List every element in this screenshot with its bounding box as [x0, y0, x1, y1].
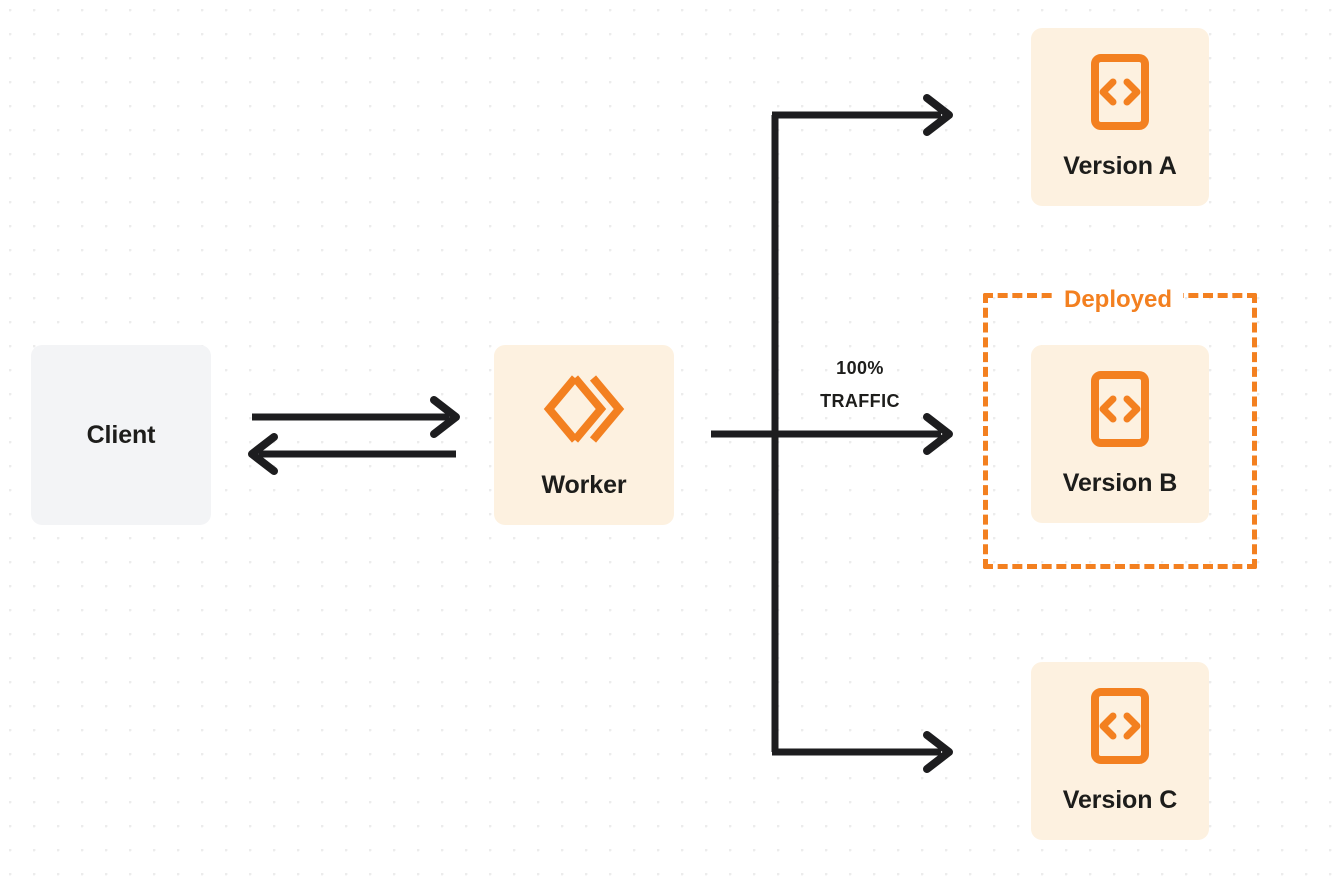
traffic-percent: 100%	[836, 358, 884, 378]
arrow-worker-to-version-c	[772, 731, 953, 773]
node-version-b-label: Version B	[1062, 469, 1178, 497]
arrow-worker-to-version-a	[772, 94, 953, 136]
node-client-label: Client	[86, 420, 156, 449]
node-version-c-label: Version C	[1062, 786, 1178, 814]
node-worker[interactable]: Worker	[494, 345, 674, 525]
code-file-icon	[1090, 53, 1150, 136]
node-client[interactable]: Client	[31, 345, 211, 525]
node-version-b[interactable]: Version B	[1031, 345, 1209, 523]
traffic-word: TRAFFIC	[820, 391, 900, 412]
deployed-group-label: Deployed	[1053, 288, 1184, 312]
node-version-a-label: Version A	[1063, 152, 1177, 180]
node-worker-label: Worker	[541, 471, 627, 499]
node-version-a[interactable]: Version A	[1031, 28, 1209, 206]
arrow-worker-to-client	[248, 433, 456, 475]
code-file-icon	[1090, 687, 1150, 770]
traffic-label: 100% TRAFFIC	[786, 352, 934, 419]
code-file-icon	[1090, 370, 1150, 453]
arrow-worker-to-version-b	[711, 413, 953, 455]
node-version-c[interactable]: Version C	[1031, 662, 1209, 840]
cloudflare-workers-logo-icon	[543, 370, 625, 453]
arrow-client-to-worker	[252, 396, 460, 438]
